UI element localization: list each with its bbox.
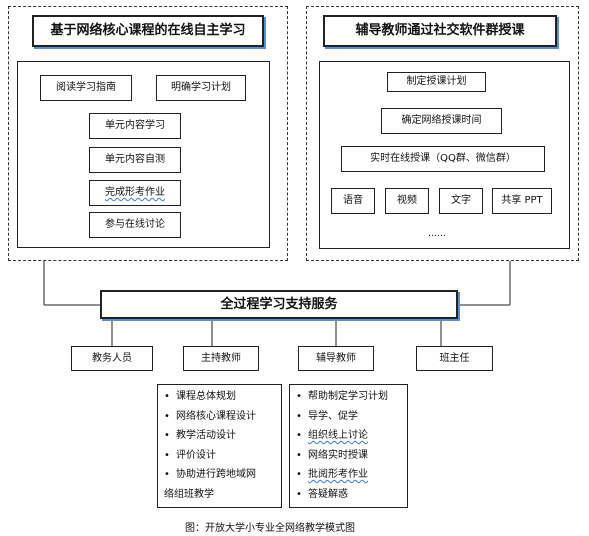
tutor-duty-item: •批阅形考作业 (296, 465, 401, 485)
step-unit-learn: 单元内容学习 (89, 113, 181, 139)
step-make-plan: 制定授课计划 (387, 72, 486, 92)
bullet-icon: • (296, 430, 302, 441)
bullet-icon: • (296, 449, 302, 461)
bullet-icon: • (164, 410, 170, 422)
step-unit-test: 单元内容自测 (89, 147, 181, 173)
tutor-duty-item: •组织线上讨论 (296, 426, 401, 446)
step-realtime-label: 实时在线授课（QQ群、微信群） (370, 153, 516, 164)
right-panel-title: 辅导教师通过社交软件群授课 (323, 15, 557, 47)
figure-caption: 图：开放大学小专业全网络教学模式图 (185, 523, 355, 534)
role-class-teacher: 班主任 (416, 346, 493, 371)
bullet-icon: • (164, 469, 170, 480)
step-homework: 完成形考作业 (89, 180, 181, 206)
tutor-duty-item: •网络实时授课 (296, 446, 401, 466)
step-homework-label: 完成形考作业 (105, 187, 165, 198)
bullet-icon: • (296, 488, 302, 500)
host-duty-item: •评价设计 (164, 446, 275, 466)
host-duty-item: •教学活动设计 (164, 426, 275, 446)
step-discussion: 参与在线讨论 (89, 212, 181, 238)
tutor-duty-item: •答疑解惑 (296, 485, 401, 505)
mode-ppt: 共享 PPT (492, 188, 552, 214)
mode-voice: 语音 (331, 188, 375, 214)
step-set-time: 确定网络授课时间 (381, 108, 502, 134)
bullet-icon: • (164, 391, 170, 402)
support-banner: 全过程学习支持服务 (100, 290, 458, 319)
host-duty-item: •课程总体规划 (164, 387, 275, 407)
mode-text: 文字 (439, 188, 483, 214)
left-panel-title: 基于网络核心课程的在线自主学习 (32, 15, 264, 47)
role-admin: 教务人员 (71, 346, 153, 371)
host-duty-item: •网络核心课程设计 (164, 407, 275, 427)
bullet-icon: • (296, 391, 302, 402)
step-plan: 明确学习计划 (156, 75, 246, 101)
bullet-icon: • (296, 410, 302, 422)
role-host-teacher: 主持教师 (183, 346, 259, 371)
right-panel (306, 6, 579, 261)
mode-video: 视频 (385, 188, 429, 214)
bullet-icon: • (296, 469, 302, 480)
role-tutor-teacher: 辅导教师 (298, 346, 374, 371)
host-duty-item: •协助进行跨地域网 (164, 465, 275, 485)
bullet-icon: • (164, 449, 170, 461)
host-duties-list: •课程总体规划 •网络核心课程设计 •教学活动设计 •评价设计 •协助进行跨地域… (157, 384, 282, 508)
left-panel (8, 6, 288, 261)
tutor-duties-list: •帮助制定学习计划 •导学、促学 •组织线上讨论 •网络实时授课 •批阅形考作业… (289, 384, 408, 508)
mode-more: …… (428, 228, 446, 239)
tutor-duty-item: •帮助制定学习计划 (296, 387, 401, 407)
step-read-guide: 阅读学习指南 (40, 75, 132, 101)
tutor-duty-item: •导学、促学 (296, 407, 401, 427)
bullet-icon: • (164, 430, 170, 441)
step-realtime: 实时在线授课（QQ群、微信群） (341, 146, 545, 172)
host-duty-item-tail: 络组班教学 (164, 488, 214, 500)
